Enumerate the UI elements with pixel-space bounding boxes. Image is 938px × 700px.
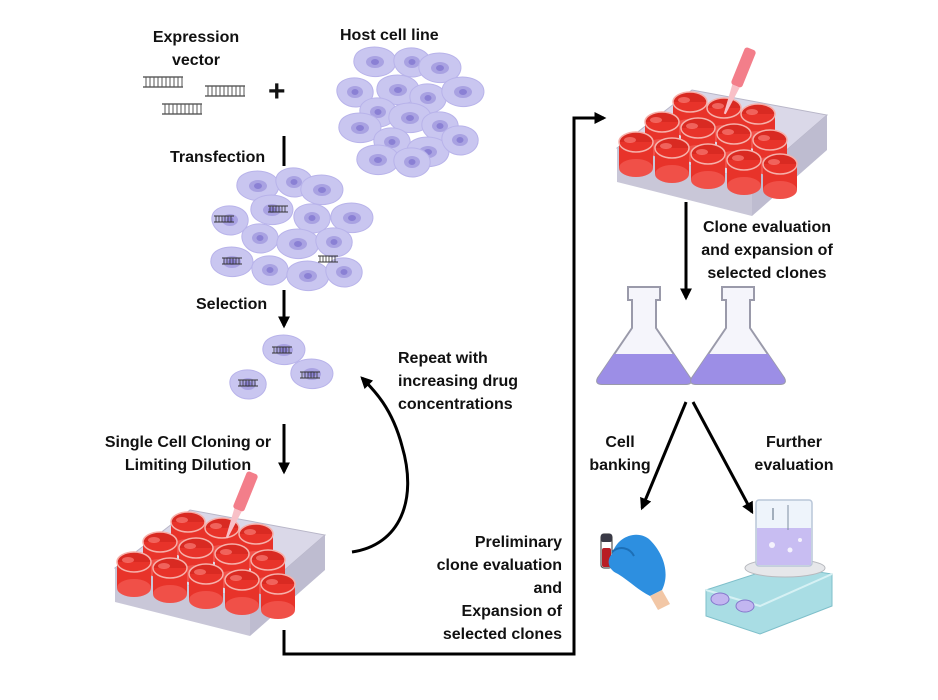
shake-flask-icon bbox=[690, 286, 786, 385]
selected-cells-icon bbox=[229, 334, 334, 400]
preliminary-evaluation-label: Preliminary clone evaluation and Expansi… bbox=[436, 534, 562, 643]
flow-arrow-icon bbox=[278, 112, 754, 656]
dna-vector-icon bbox=[142, 76, 246, 115]
transfection-label: Transfection bbox=[170, 149, 266, 166]
plus-sign: + bbox=[268, 75, 286, 108]
repeat-label: Repeat with increasing drug concentratio… bbox=[398, 350, 519, 413]
well-plate-icon bbox=[114, 509, 326, 637]
selection-label: Selection bbox=[196, 296, 268, 313]
host-cells-icon bbox=[336, 46, 485, 178]
single-cell-cloning-label: Single Cell Cloning or Limiting Dilution bbox=[104, 434, 272, 474]
stirrer-beaker-icon bbox=[705, 499, 833, 635]
clone-evaluation-label: Clone evaluation and expansion of select… bbox=[701, 219, 833, 282]
shake-flask-icon bbox=[596, 286, 692, 385]
further-evaluation-label: Further evaluation bbox=[754, 434, 834, 474]
well-plate-icon bbox=[616, 89, 828, 217]
cell-banking-label: Cell banking bbox=[589, 434, 651, 474]
expression-vector-label: Expression vector bbox=[152, 29, 240, 69]
gloved-hand-vial-icon bbox=[600, 533, 670, 610]
transfected-cells-icon bbox=[210, 167, 374, 292]
repeat-loop-arrow-icon bbox=[351, 376, 410, 554]
host-cell-line-label: Host cell line bbox=[340, 27, 439, 44]
